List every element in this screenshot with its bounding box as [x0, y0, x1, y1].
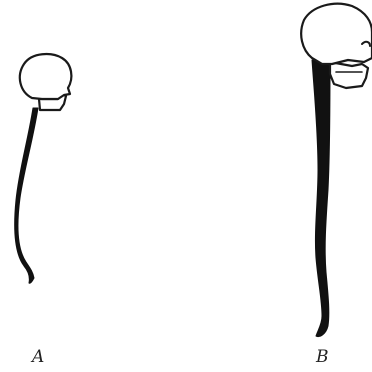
figure-a — [15, 54, 72, 283]
figure-b — [301, 4, 372, 337]
figure-b-jaw — [330, 62, 368, 88]
figure-b-cranium — [301, 4, 372, 64]
figure-a-cranium — [20, 54, 72, 99]
figure-b-label: B — [315, 347, 329, 367]
figure-b-spinal-cord — [312, 60, 330, 337]
figure-a-spinal-cord — [15, 108, 38, 283]
figure-a-label: A — [30, 347, 44, 367]
